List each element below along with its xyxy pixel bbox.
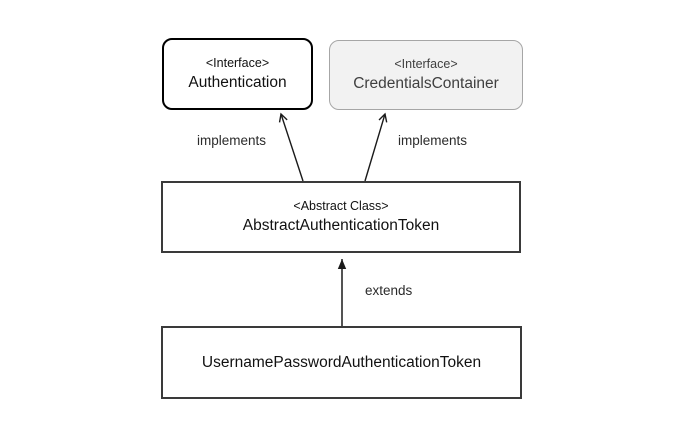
edge-label-extends: extends <box>365 283 413 298</box>
edge-label-implements-left: implements <box>197 133 267 148</box>
node-username-password-authentication-token-name: UsernamePasswordAuthenticationToken <box>201 354 482 371</box>
edge-implements-credentials-container-line <box>364 112 388 182</box>
node-authentication-stereotype: <Interface> <box>205 56 270 70</box>
node-credentials-container-name: CredentialsContainer <box>353 75 499 92</box>
node-credentials-container: <Interface> CredentialsContainer <box>329 40 523 110</box>
node-authentication: <Interface> Authentication <box>162 38 313 110</box>
node-abstract-authentication-token: <Abstract Class> AbstractAuthenticationT… <box>161 181 521 253</box>
node-abstract-authentication-token-stereotype: <Abstract Class> <box>293 199 389 213</box>
node-authentication-name: Authentication <box>188 74 287 91</box>
edge-implements-authentication-line <box>278 112 304 182</box>
node-abstract-authentication-token-name: AbstractAuthenticationToken <box>242 217 440 234</box>
edge-label-implements-right: implements <box>398 133 468 148</box>
node-credentials-container-stereotype: <Interface> <box>394 57 458 71</box>
node-username-password-authentication-token: UsernamePasswordAuthenticationToken <box>161 326 522 399</box>
